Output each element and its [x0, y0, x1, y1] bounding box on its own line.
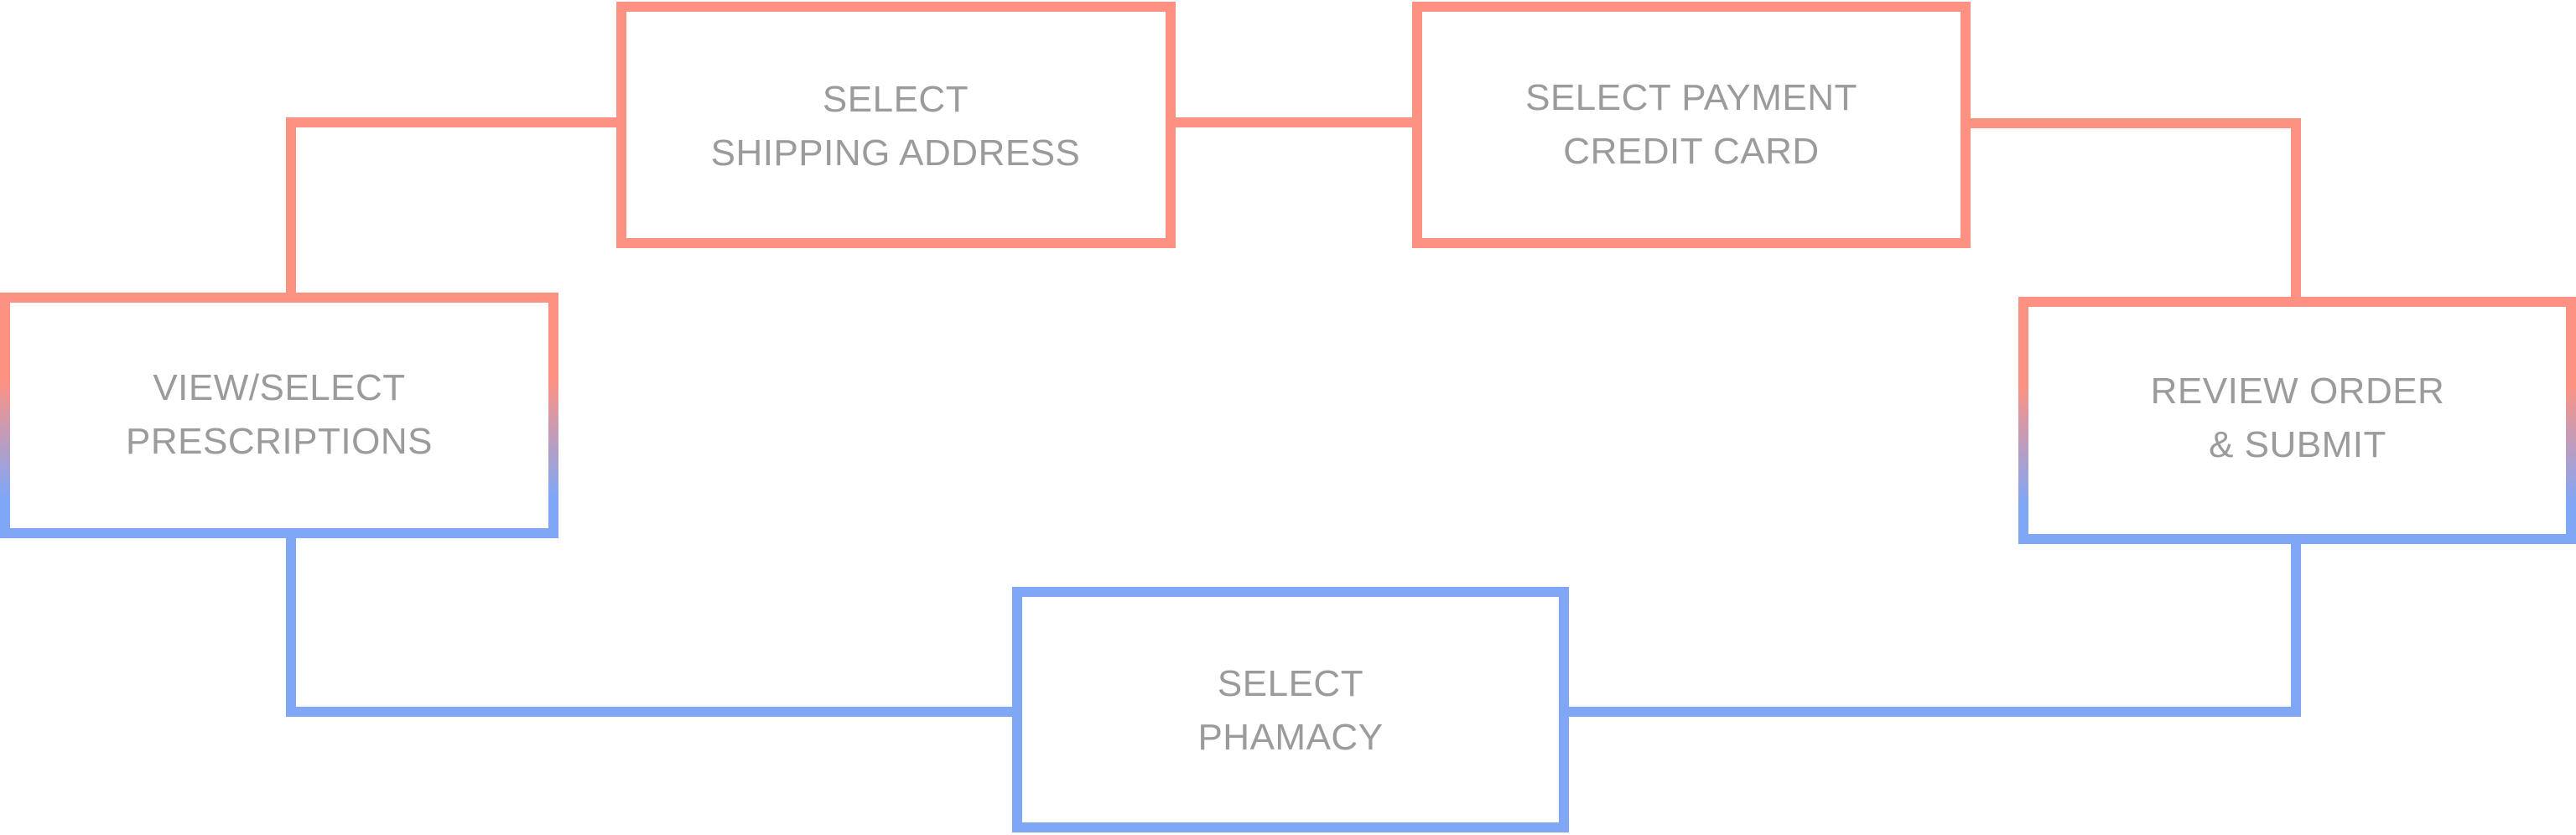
connector-prescriptions-to-pharmacy: [286, 533, 1017, 717]
step-box-border: [1012, 587, 1569, 832]
step-view-select-prescriptions: VIEW/SELECT PRESCRIPTIONS: [0, 293, 558, 538]
step-box-border: [616, 2, 1176, 248]
step-label-line2: & SUBMIT: [2209, 424, 2386, 465]
step-select-pharmacy: SELECT PHAMACY: [1012, 587, 1569, 832]
step-label-line1: SELECT: [823, 79, 969, 120]
step-label-line1: SELECT PAYMENT: [1525, 77, 1857, 118]
step-select-payment: SELECT PAYMENT CREDIT CARD: [1412, 2, 1971, 248]
step-label-line2: PHAMACY: [1197, 717, 1383, 758]
step-label-line1: SELECT: [1218, 663, 1363, 704]
connector-payment-to-review: [1966, 118, 2301, 302]
step-select-shipping-address: SELECT SHIPPING ADDRESS: [616, 2, 1176, 248]
step-label-line2: CREDIT CARD: [1563, 131, 1819, 172]
step-box-border: [0, 293, 558, 538]
step-label-line2: PRESCRIPTIONS: [126, 421, 433, 462]
step-box-border: [2018, 297, 2576, 544]
step-box-border: [1412, 2, 1971, 248]
step-label-line1: VIEW/SELECT: [153, 367, 405, 408]
connector-pharmacy-to-review: [1564, 539, 2301, 717]
connector-prescriptions-to-shipping: [286, 117, 621, 296]
step-label-line1: REVIEW ORDER: [2151, 371, 2445, 412]
step-review-order-submit: REVIEW ORDER & SUBMIT: [2018, 297, 2576, 544]
step-label-line2: SHIPPING ADDRESS: [711, 132, 1081, 174]
